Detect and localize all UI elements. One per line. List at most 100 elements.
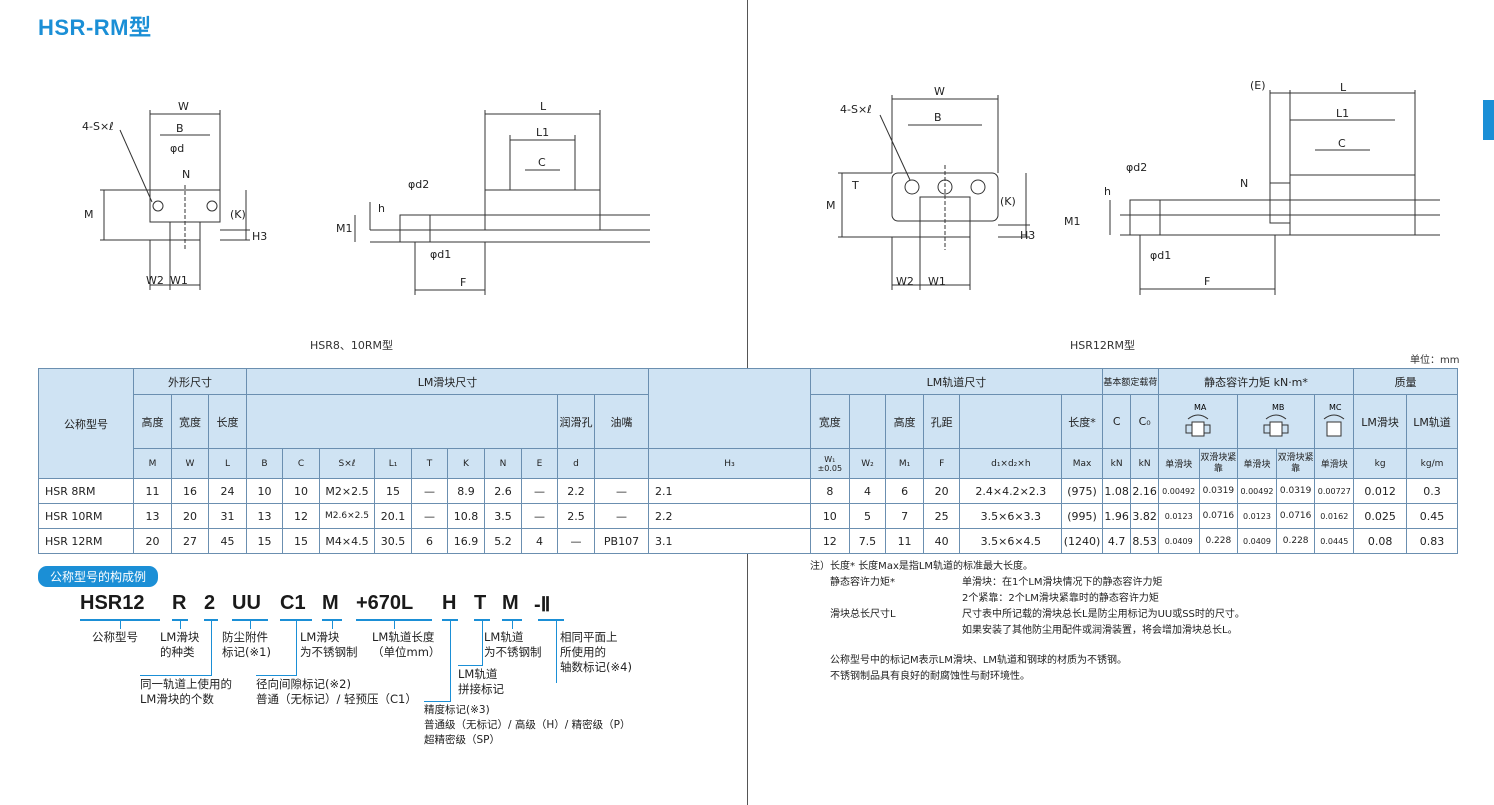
exp-axis: 相同平面上所使用的轴数标记(※4)	[560, 630, 632, 674]
cell: 7	[885, 503, 924, 529]
dim-d1-12: φd1	[1150, 249, 1171, 262]
cell: 3.5	[484, 503, 522, 529]
th-single-b: 单滑块	[1237, 448, 1277, 479]
dim-M1: M1	[336, 222, 353, 235]
connector	[140, 675, 212, 676]
cell: 8.9	[447, 478, 485, 504]
cell: 0.025	[1353, 503, 1408, 529]
model-code-label: 公称型号的构成例	[38, 566, 159, 587]
dim-L1-12: L1	[1336, 107, 1349, 120]
cell: 5	[848, 503, 887, 529]
cell: —	[411, 478, 448, 504]
dim-L: L	[540, 100, 547, 113]
cell: 3.82	[1130, 503, 1159, 529]
underline-T	[474, 619, 490, 621]
moment-mb-icon: MB	[1263, 403, 1289, 436]
code-part-model: HSR12	[80, 592, 145, 614]
svg-text:MB: MB	[1272, 403, 1284, 412]
exp-rail-ss: LM轨道为不锈钢制	[484, 630, 542, 659]
unit-label: 单位：mm	[1410, 355, 1460, 366]
underline-uu	[232, 619, 268, 621]
th-rail-width: 宽度	[810, 394, 850, 449]
cell: 0.3	[1406, 478, 1458, 504]
dim-W2: W2	[146, 274, 164, 287]
code-part-m2: M	[502, 592, 519, 614]
connector	[450, 621, 451, 701]
th-C0: C₀	[1130, 394, 1159, 449]
cell: 13	[133, 503, 172, 529]
cell: 20	[171, 503, 209, 529]
th-block: LM滑块尺寸	[246, 368, 649, 395]
th-pitch: 孔距	[922, 394, 961, 449]
cell: —	[557, 528, 595, 554]
dim-H3-12: H3	[1020, 229, 1035, 242]
note-5: 不锈钢制品具有良好的耐腐蚀性与耐环境性。	[830, 671, 1030, 682]
th-sym-E: E	[521, 448, 558, 479]
cell: 12	[282, 503, 320, 529]
moment-mc-icon: MC	[1323, 403, 1345, 436]
code-part-count: 2	[204, 592, 216, 614]
cell: (995)	[1061, 503, 1103, 529]
exp-dust: 防尘附件标记(※1)	[222, 630, 271, 659]
connector	[556, 621, 557, 683]
th-sym-C: C	[282, 448, 320, 479]
cell: 16	[171, 478, 209, 504]
th-length: 长度	[208, 394, 247, 449]
th-sym-M: M	[133, 448, 172, 479]
cell: 6	[885, 478, 924, 504]
cell: 10	[246, 478, 283, 504]
cell: 8.53	[1130, 528, 1159, 554]
exp-model: 公称型号	[92, 630, 138, 644]
cell: 0.0123	[1237, 503, 1277, 529]
dim-d2: φd2	[408, 178, 429, 191]
cell: 0.45	[1406, 503, 1458, 529]
cell: 3.5×6×4.5	[959, 528, 1063, 554]
cell: 25	[922, 503, 961, 529]
th-sym-kN: kN	[1101, 448, 1132, 479]
dim-B-12: B	[934, 111, 942, 124]
exp-clearance: 径向间隙标记(※2)普通（无标记）/ 轻预压（C1）	[256, 677, 417, 706]
cell: 0.0716	[1198, 503, 1239, 529]
note-2-a: 单滑块：在1个LM滑块情况下的静态容许力矩	[962, 577, 1163, 588]
code-part-length: +670L	[356, 592, 414, 614]
table-row: 10 5 7 25 3.5×6×3.3 (995) 1.96 3.82 0.01…	[810, 503, 1458, 529]
dim-S: 4-S×ℓ	[82, 120, 114, 133]
dim-F: F	[460, 276, 466, 289]
connector	[482, 621, 483, 665]
cell: 0.00492	[1157, 478, 1200, 504]
cell: 1.96	[1101, 503, 1132, 529]
cell: 6	[411, 528, 448, 554]
note-4: 公称型号中的标记M表示LM滑块、LM轨道和钢球的材质为不锈钢。	[830, 655, 1128, 666]
caption-left: HSR8、10RM型	[310, 339, 394, 352]
cell: 15	[374, 478, 412, 504]
caption-right: HSR12RM型	[1070, 339, 1136, 352]
cell: 27	[171, 528, 209, 554]
th-sym-L1: L₁	[374, 448, 412, 479]
cell: 45	[208, 528, 247, 554]
note-3-b: 如果安装了其他防尘用配件或润滑装置，将会增加滑块总长L。	[962, 625, 1238, 636]
cell: 8	[810, 478, 850, 504]
th-MB: MB	[1237, 394, 1316, 449]
underline-R	[172, 619, 188, 621]
cell: 0.0319	[1198, 478, 1239, 504]
table-row: HSR 8RM 11 16 24 10 10 M2×2.5 15 — 8.9 2…	[38, 478, 811, 504]
cell: M4×4.5	[319, 528, 375, 554]
th-sym-kgm: kg/m	[1406, 448, 1458, 479]
cell: 0.0162	[1314, 503, 1355, 529]
th-sym-F: F	[922, 448, 961, 479]
exp-rail-length: LM轨道长度（单位mm）	[372, 630, 441, 659]
th-nipple: 油嘴	[594, 394, 649, 449]
exp-joint: LM轨道拼接标记	[458, 667, 504, 696]
connector	[424, 701, 451, 702]
dim-M1-12: M1	[1064, 215, 1081, 228]
cell: 4.7	[1101, 528, 1132, 554]
dim-C-12: C	[1338, 137, 1346, 150]
cell: 2.2	[648, 503, 811, 529]
dim-W: W	[178, 100, 189, 113]
edge-tab-marker	[1483, 100, 1494, 140]
th-rail-blank2	[959, 394, 1063, 449]
th-single-c: 单滑块	[1314, 448, 1355, 479]
th-oil-hole: 润滑孔	[557, 394, 595, 449]
code-part-uu: UU	[232, 592, 261, 614]
code-part-H: H	[442, 592, 457, 614]
